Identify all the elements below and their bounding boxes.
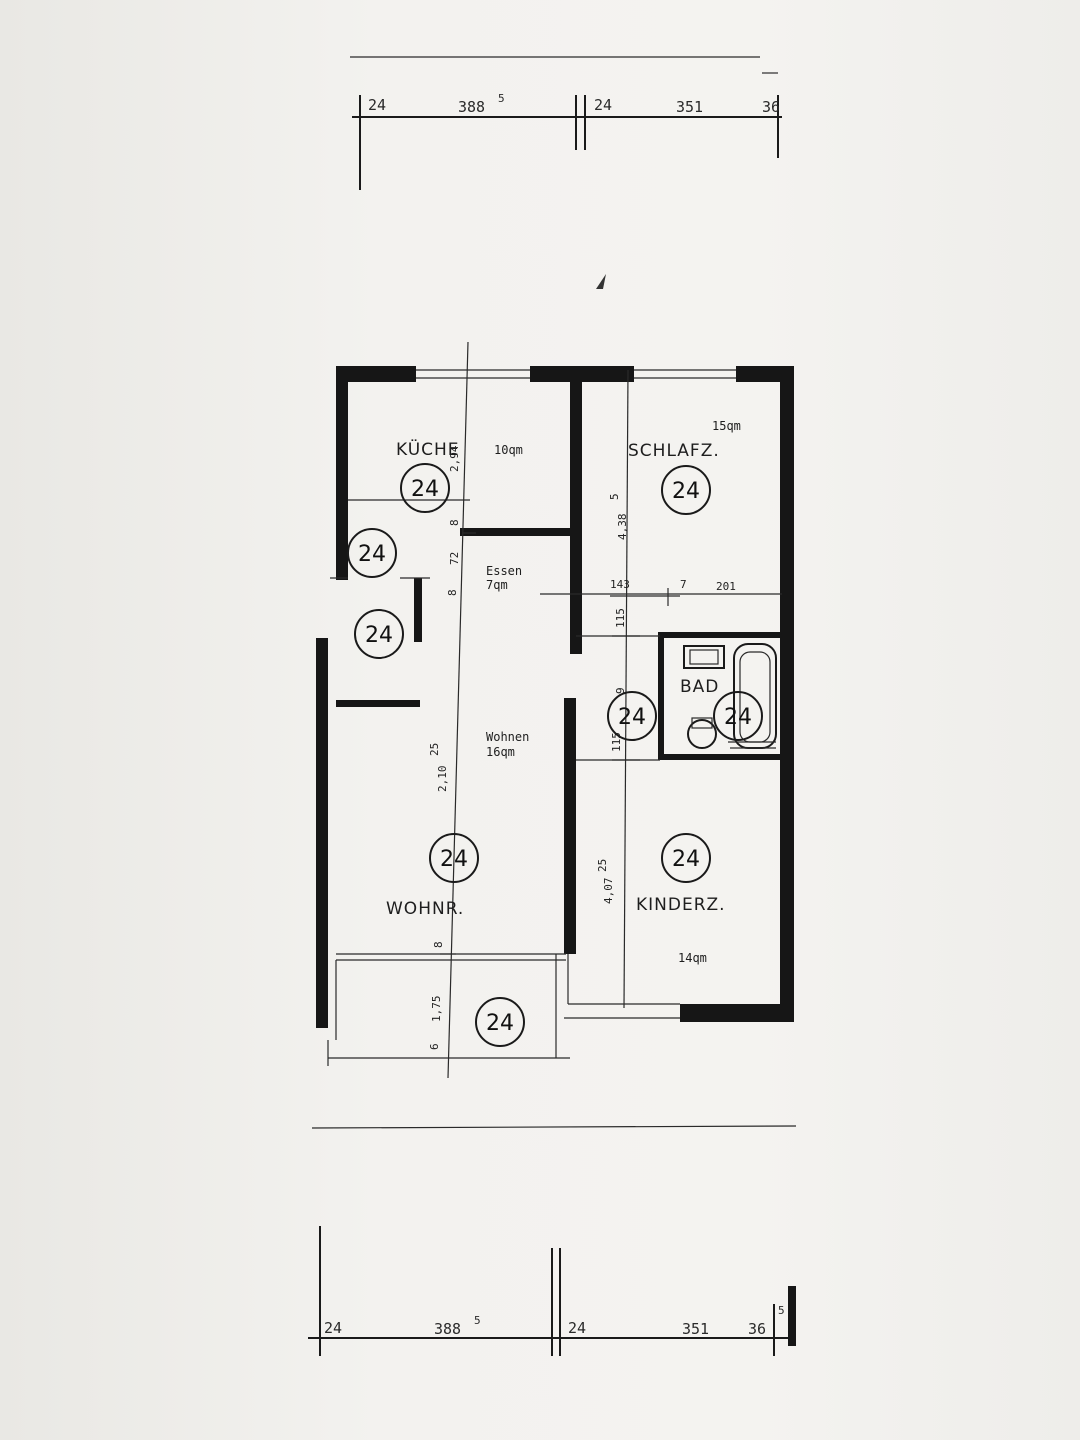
- dim-living-v: 2,10: [436, 766, 449, 793]
- bottom-dim-388: 388: [434, 1320, 461, 1338]
- dim-kitchen-small-sup: 8: [448, 519, 461, 526]
- internal-dimensions: 2,94 4,38 5 72 8 8 143 7 201 115 115 9 2…: [428, 445, 736, 1050]
- svg-text:24: 24: [358, 542, 386, 567]
- toilet-icon: [687, 719, 717, 749]
- kitchen-area: 10qm: [494, 443, 523, 457]
- bottom-dim-36: 36: [748, 1320, 766, 1338]
- room-labels: KÜCHE 10qm SCHLAFZ. 15qm Essen 7qm BAD W…: [386, 419, 741, 965]
- svg-text:24: 24: [672, 847, 700, 872]
- living-note-area: 16qm: [486, 745, 515, 759]
- badge-balcony: 24: [475, 997, 525, 1047]
- bottom-dim-388-sup: 5: [474, 1314, 481, 1327]
- thin-lines: [327, 341, 782, 1079]
- svg-text:24: 24: [411, 477, 439, 502]
- bottom-dim-351: 351: [682, 1320, 709, 1338]
- dining-area: 7qm: [486, 578, 508, 592]
- bottom-dimension-chain: 24 388 5 24 351 36 5: [308, 1125, 797, 1356]
- svg-text:24: 24: [440, 847, 468, 872]
- dim-living-v-sup: 25: [428, 743, 441, 756]
- svg-text:24: 24: [365, 623, 393, 648]
- kitchen-label: KÜCHE: [396, 438, 460, 460]
- badge-corridor: 24: [607, 691, 657, 741]
- badges: 24 24 24 24 24 24 24 24: [347, 463, 763, 1047]
- dining-label: Essen: [486, 564, 522, 578]
- top-dimension-chain: 24 388 5 24 351 36: [350, 56, 782, 190]
- badge-bedroom: 24: [661, 465, 711, 515]
- badge-corner: 24: [347, 528, 397, 578]
- dim-v-115: 115: [614, 608, 627, 628]
- dim-h-201: 201: [716, 580, 736, 593]
- badge-kitchen: 24: [400, 463, 450, 513]
- dim-bedroom-v-sup: 5: [608, 493, 621, 500]
- living-label: WOHNR.: [386, 899, 464, 919]
- bottom-dim-24b: 24: [568, 1319, 586, 1337]
- dim-children-v: 4,07: [602, 878, 615, 905]
- bath-label: BAD: [680, 677, 719, 697]
- children-area: 14qm: [678, 951, 707, 965]
- dim-v-9: 9: [614, 687, 627, 694]
- badge-bath: 24: [713, 691, 763, 741]
- dim-children-v-sup: 25: [596, 859, 609, 872]
- dim-h-7: 7: [680, 578, 687, 591]
- dim-balcony-6: 6: [428, 1043, 441, 1050]
- top-dim-388-sup: 5: [498, 92, 505, 105]
- bath-fixtures: [683, 643, 777, 749]
- walls: [316, 366, 794, 1028]
- bottom-dim-36-sup: 5: [778, 1304, 785, 1317]
- dim-kitchen-v: 2,94: [448, 445, 461, 472]
- bedroom-area: 15qm: [712, 419, 741, 433]
- top-dim-24b: 24: [594, 96, 612, 114]
- svg-text:24: 24: [486, 1011, 514, 1036]
- top-dim-24a: 24: [368, 96, 386, 114]
- dim-kitchen-small: 72: [448, 552, 461, 565]
- dim-balcony-v: 1,75: [430, 996, 443, 1023]
- living-note-label: Wohnen: [486, 730, 529, 744]
- svg-text:24: 24: [724, 705, 752, 730]
- top-dim-36: 36: [762, 98, 780, 116]
- badge-children: 24: [661, 833, 711, 883]
- dim-essen-small: 8: [446, 589, 459, 596]
- children-label: KINDERZ.: [636, 895, 726, 915]
- washbasin-icon: [683, 645, 725, 669]
- top-dim-388: 388: [458, 98, 485, 116]
- dim-living-8: 8: [432, 941, 445, 948]
- dim-h-143: 143: [610, 578, 630, 591]
- badge-living: 24: [429, 833, 479, 883]
- badge-hall: 24: [354, 609, 404, 659]
- bottom-dim-24a: 24: [324, 1319, 342, 1337]
- dim-bedroom-v: 4,38: [616, 514, 629, 541]
- top-dim-351: 351: [676, 98, 703, 116]
- north-mark-icon: [596, 274, 606, 289]
- bedroom-label: SCHLAFZ.: [628, 441, 720, 461]
- svg-text:24: 24: [672, 479, 700, 504]
- svg-text:24: 24: [618, 705, 646, 730]
